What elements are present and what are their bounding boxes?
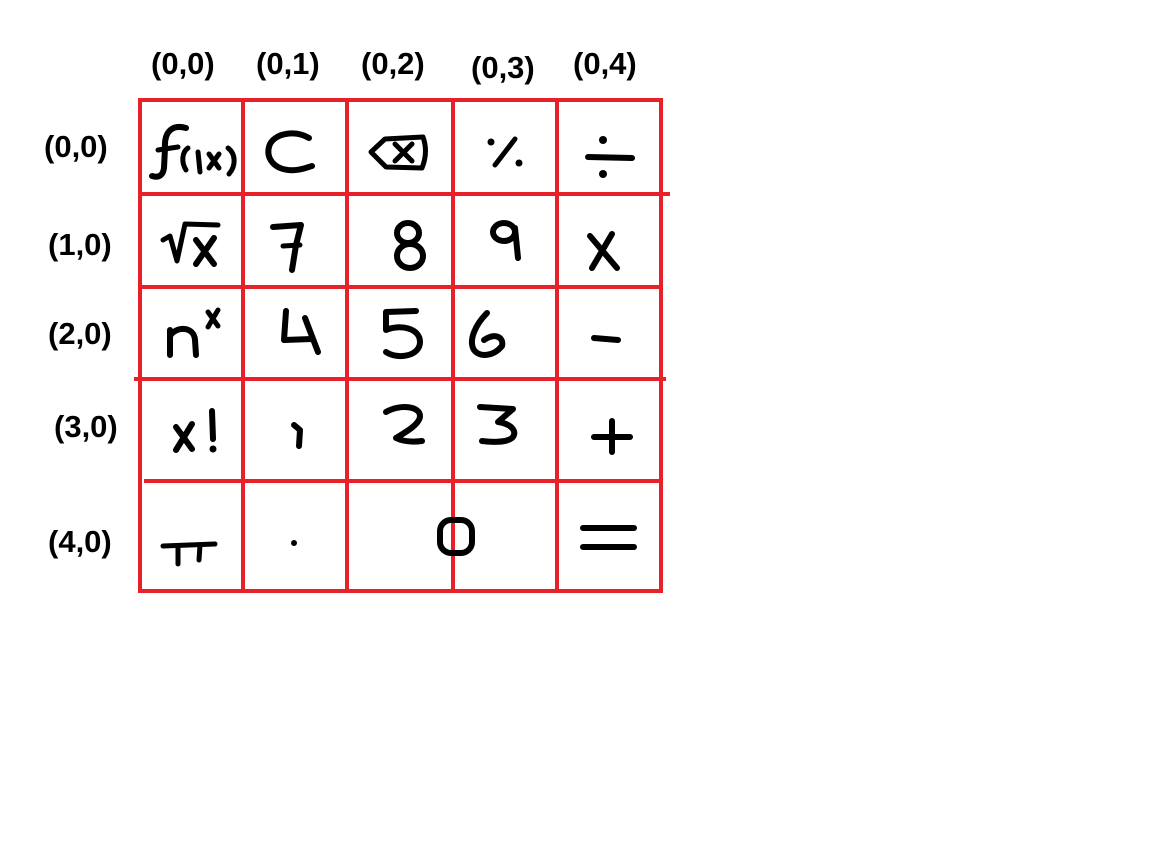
row-label-4: (4,0) [48, 524, 112, 559]
digit-3-key[interactable] [477, 404, 518, 445]
sqrt-key[interactable] [160, 221, 221, 267]
column-label-4: (0,4) [573, 46, 637, 81]
digit-2-icon [383, 404, 425, 445]
equals-icon [580, 525, 637, 550]
column-label-3: (0,3) [471, 50, 535, 85]
row-label-1: (1,0) [48, 227, 112, 262]
digit-2-key[interactable] [383, 404, 425, 445]
digit-4-icon [281, 308, 321, 355]
column-label-2: (0,2) [361, 46, 425, 81]
digit-5-icon [383, 308, 423, 360]
divide-icon [585, 136, 635, 178]
divide-key[interactable] [585, 136, 635, 178]
column-label-1: (0,1) [256, 46, 320, 81]
minus-icon [591, 335, 621, 343]
digit-5-key[interactable] [383, 308, 423, 360]
grid-lines [134, 98, 670, 593]
digit-7-key[interactable] [270, 222, 304, 273]
decimal-key[interactable] [291, 540, 297, 546]
plus-icon [591, 418, 633, 455]
digit-1-icon [291, 422, 303, 449]
digit-6-key[interactable] [468, 310, 506, 358]
multiply-icon [587, 231, 620, 271]
clear-icon [265, 130, 315, 174]
clear-key[interactable] [265, 130, 315, 174]
digit-6-icon [468, 310, 506, 358]
pi-key[interactable] [160, 541, 218, 567]
power-icon [167, 307, 221, 358]
digit-0-key[interactable] [437, 517, 475, 556]
equals-key[interactable] [580, 525, 637, 550]
decimal-point-icon [291, 540, 297, 546]
row-label-0: (0,0) [44, 129, 108, 164]
digit-8-key[interactable] [394, 220, 426, 271]
sqrt-icon [160, 221, 221, 267]
pi-icon [160, 541, 218, 567]
backspace-key[interactable] [368, 134, 428, 171]
percent-key[interactable] [487, 136, 523, 168]
grid-border [138, 98, 663, 593]
digit-3-icon [477, 404, 518, 445]
function-icon [149, 124, 237, 180]
digit-9-icon [490, 220, 521, 261]
minus-key[interactable] [591, 335, 621, 343]
digit-8-icon [394, 220, 426, 271]
column-label-0: (0,0) [151, 46, 215, 81]
row-label-3: (3,0) [54, 409, 118, 444]
percent-icon [487, 136, 523, 168]
digit-1-key[interactable] [291, 422, 303, 449]
factorial-icon [173, 408, 217, 453]
power-key[interactable] [167, 307, 221, 358]
plus-key[interactable] [591, 418, 633, 455]
function-key[interactable] [149, 124, 237, 180]
factorial-key[interactable] [173, 408, 217, 453]
digit-0-icon [437, 517, 475, 556]
digit-9-key[interactable] [490, 220, 521, 261]
digit-4-key[interactable] [281, 308, 321, 355]
digit-7-icon [270, 222, 304, 273]
row-label-2: (2,0) [48, 316, 112, 351]
multiply-key[interactable] [587, 231, 620, 271]
backspace-icon [368, 134, 428, 171]
